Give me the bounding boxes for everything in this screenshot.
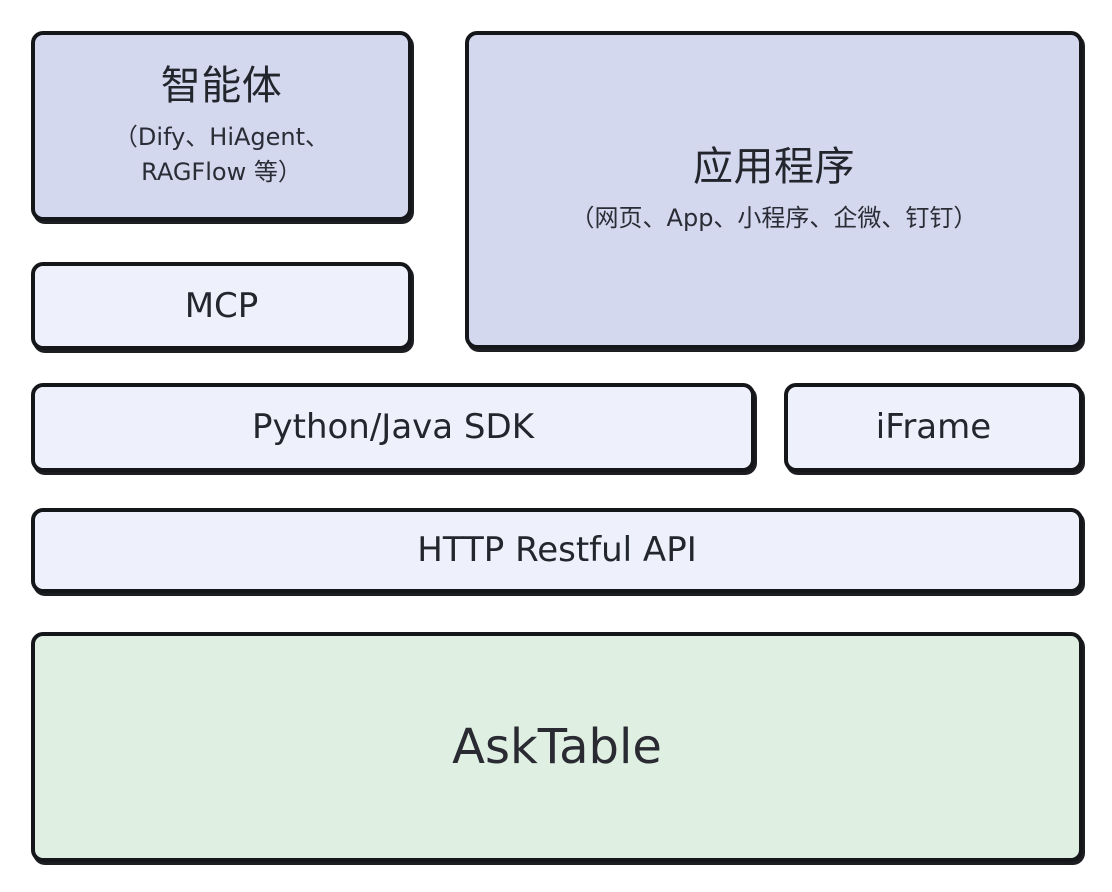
node-asktable-label: AskTable [452, 718, 662, 775]
node-iframe-label: iFrame [875, 407, 992, 448]
node-mcp-label: MCP [184, 285, 259, 326]
node-agent-subtitle: （Dify、HiAgent、 RAGFlow 等） [114, 120, 329, 190]
node-sdk-label: Python/Java SDK [252, 407, 534, 448]
node-application[interactable]: 应用程序 （网页、App、小程序、企微、钉钉） [465, 31, 1083, 349]
node-agent-subtitle-line1: （Dify、HiAgent、 [113, 122, 330, 151]
node-mcp[interactable]: MCP [31, 262, 412, 350]
node-http-api-label: HTTP Restful API [417, 530, 697, 571]
node-sdk[interactable]: Python/Java SDK [31, 383, 755, 472]
node-http-api[interactable]: HTTP Restful API [31, 508, 1083, 593]
node-asktable[interactable]: AskTable [31, 632, 1083, 862]
node-agent[interactable]: 智能体 （Dify、HiAgent、 RAGFlow 等） [31, 31, 412, 221]
node-agent-title: 智能体 [160, 62, 283, 109]
node-application-subtitle: （网页、App、小程序、企微、钉钉） [570, 204, 978, 233]
node-application-title: 应用程序 [693, 144, 855, 190]
node-agent-subtitle-line2: RAGFlow 等） [141, 157, 302, 186]
node-iframe[interactable]: iFrame [784, 383, 1083, 472]
